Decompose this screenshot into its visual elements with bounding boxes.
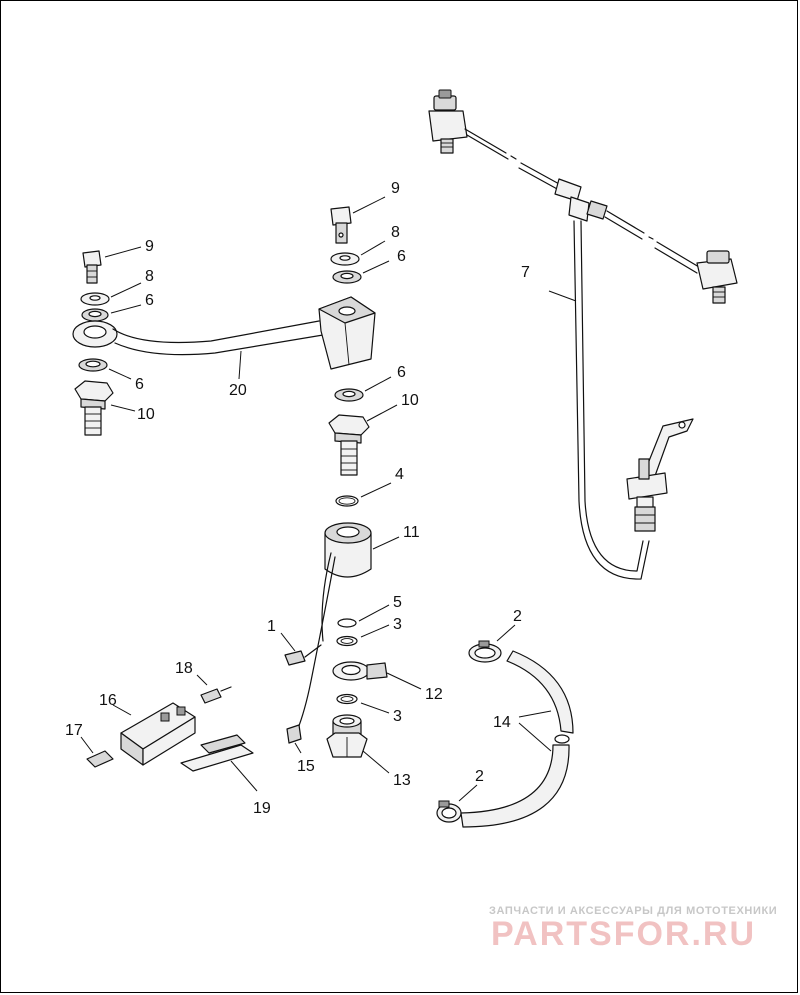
callout-14: 14	[493, 714, 511, 731]
callout-6-left-top: 6	[145, 292, 154, 309]
callout-3-upper: 3	[393, 616, 402, 633]
tube-bracket	[626, 418, 694, 500]
callout-9-center: 9	[391, 180, 400, 197]
secondary-lock-19	[180, 734, 258, 792]
callout-10-center: 10	[401, 392, 419, 409]
callout-15: 15	[297, 758, 315, 775]
lock-clip-17	[80, 736, 114, 768]
callout-6-center-lower: 6	[397, 364, 406, 381]
connector-housing-16	[112, 702, 196, 766]
callout-16: 16	[99, 692, 117, 709]
terminal-1	[280, 632, 322, 666]
hose-clamp-upper	[468, 624, 516, 663]
callout-13: 13	[393, 772, 411, 789]
brake-line-assembly	[428, 89, 738, 580]
washer-3-lower	[336, 693, 390, 714]
callout-1: 1	[267, 618, 276, 635]
bolt-9-center	[330, 196, 386, 244]
banjo-fitting-12	[332, 661, 422, 690]
terminal-15	[286, 724, 302, 754]
washer-8-left	[80, 282, 142, 306]
callout-12: 12	[425, 686, 443, 703]
callout-18: 18	[175, 660, 193, 677]
callout-8-center: 8	[391, 224, 400, 241]
callout-11: 11	[403, 524, 420, 541]
watermark-brand: PARTSFOR.RU	[491, 915, 756, 953]
bolt-9-left	[82, 246, 142, 284]
solenoid-11	[296, 522, 400, 732]
bearing-6-center-lower	[334, 376, 392, 402]
callout-3-lower: 3	[393, 708, 402, 725]
bolt-10-center	[328, 404, 398, 476]
hose-clamp-lower	[436, 784, 478, 823]
washer-3-upper	[336, 624, 390, 647]
bearing-6-center-top	[332, 260, 390, 284]
callout-10-left: 10	[137, 406, 155, 423]
tee-fitting	[554, 178, 608, 222]
o-ring-4	[335, 482, 392, 507]
socket-terminal-18	[196, 674, 232, 704]
bearing-6-left-bottom	[78, 358, 132, 380]
callout-2-lower: 2	[475, 768, 484, 785]
tube-nut-fitting	[634, 458, 656, 532]
callout-19: 19	[253, 800, 271, 817]
callout-8-left: 8	[145, 268, 154, 285]
callout-6-left-bottom: 6	[135, 376, 144, 393]
bolt-10-left	[74, 380, 136, 436]
bearing-6-left-top	[81, 304, 142, 322]
callout-2-upper: 2	[513, 608, 522, 625]
watermark-tagline: ЗАПЧАСТИ И АКСЕССУАРЫ ДЛЯ МОТОТЕХНИКИ	[489, 905, 777, 917]
callout-20: 20	[229, 382, 247, 399]
hose-14	[460, 650, 574, 828]
banjo-fitting-right	[696, 250, 738, 304]
callout-5: 5	[393, 594, 402, 611]
callout-6-center-top: 6	[397, 248, 406, 265]
washer-8-center	[330, 240, 386, 266]
callout-9-left: 9	[145, 238, 154, 255]
fitting-nut-13	[326, 714, 390, 774]
banjo-fitting-left	[428, 89, 468, 154]
callout-4: 4	[395, 466, 404, 483]
o-ring-5	[337, 604, 390, 628]
stabilizer-arm	[72, 296, 376, 380]
callout-7: 7	[521, 264, 530, 281]
callout-17: 17	[65, 722, 83, 739]
